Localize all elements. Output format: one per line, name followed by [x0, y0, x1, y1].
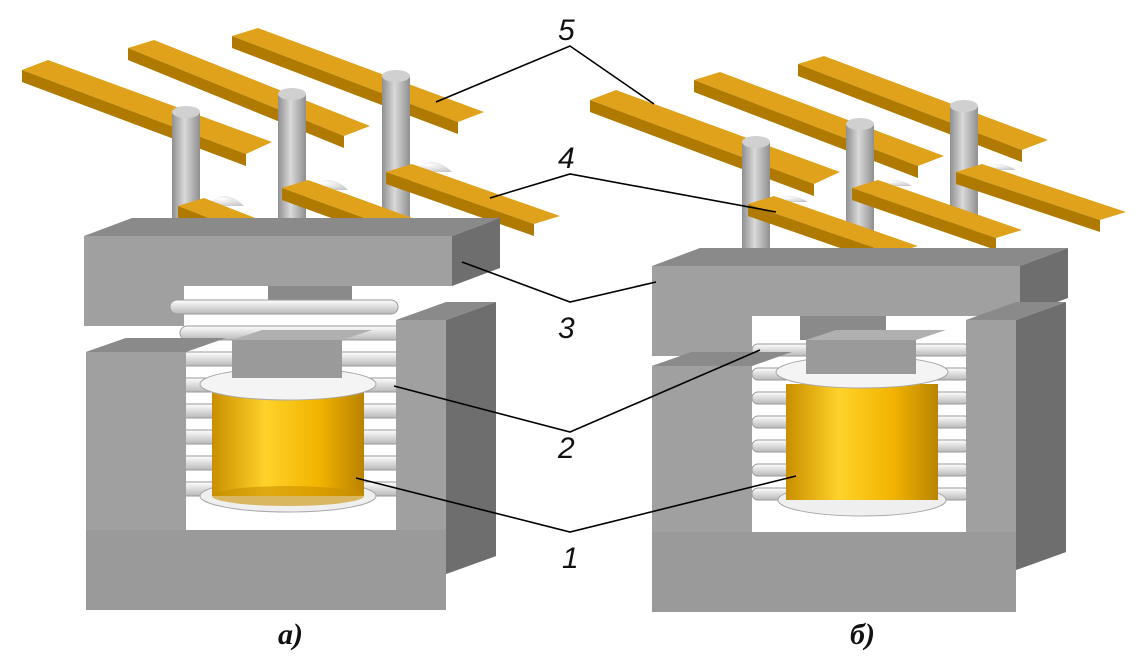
assembly-a	[22, 28, 560, 610]
callout-5: 5	[558, 14, 575, 47]
caption-a: а)	[278, 618, 303, 651]
callout-4: 4	[558, 142, 575, 175]
coil-a	[199, 330, 377, 513]
callouts: 5 4 3 2 1	[557, 14, 579, 575]
core-a	[86, 302, 496, 610]
core-b	[652, 302, 1066, 612]
assembly-b	[590, 56, 1126, 612]
callout-3: 3	[558, 312, 575, 345]
callout-1: 1	[562, 542, 579, 575]
caption-b: б)	[850, 618, 875, 651]
movable-contacts-b	[748, 164, 1126, 266]
coil-b	[775, 330, 949, 517]
leader-lines	[355, 45, 797, 533]
stationary-contacts-a	[22, 28, 484, 166]
callout-2: 2	[557, 432, 575, 465]
armature-a	[84, 218, 500, 326]
